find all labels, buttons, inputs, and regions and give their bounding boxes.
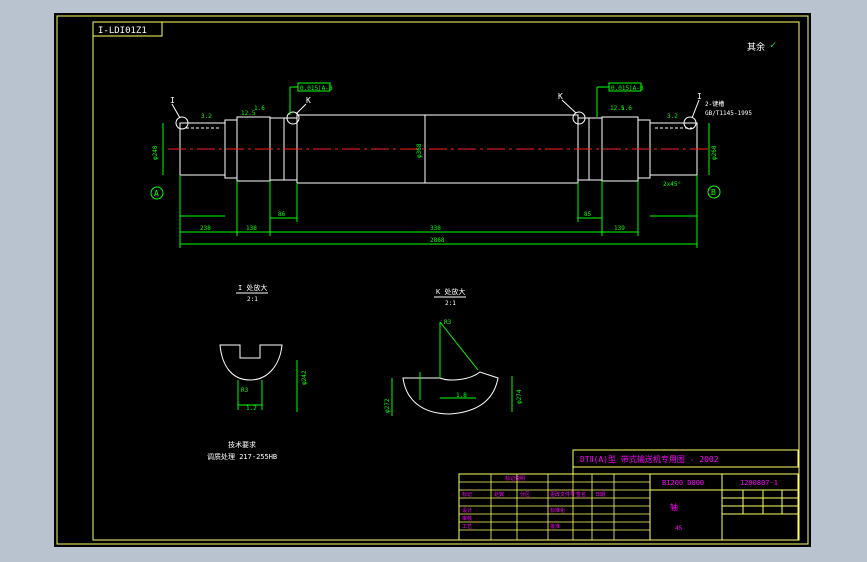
- detail-i-dim-b: φ242: [301, 370, 308, 385]
- rev-r3-c3: 批准: [550, 523, 560, 530]
- title-part-name: 轴: [670, 502, 678, 512]
- leader-i-left: [171, 103, 181, 119]
- tolerance-right: 0.015|A-B: [611, 85, 644, 92]
- drawing-paper: [54, 13, 811, 547]
- rev-r0-c0: 标记: [462, 491, 472, 498]
- dim-left-a: 238: [200, 225, 211, 232]
- dim-left-b: 138: [246, 225, 257, 232]
- callout-k-left: K: [306, 96, 311, 105]
- detail-k-dim-a: R3: [444, 319, 452, 326]
- title-material: 45: [675, 525, 683, 532]
- datum-a: A: [154, 189, 159, 198]
- rev-r3-c0: 工艺: [462, 524, 472, 530]
- detail-k-scale: 2:1: [445, 300, 456, 307]
- diam-left-journal: φ240: [152, 145, 159, 160]
- rev-r0-c3: 更改文件号: [550, 491, 575, 498]
- detail-k-profile: [402, 371, 499, 415]
- detail-k-leader-2: [439, 321, 479, 371]
- keyway-note-2: GB/T1145-1995: [705, 110, 752, 117]
- diam-right-journal: φ260: [711, 145, 718, 160]
- detail-k-dim-b: φ272: [384, 398, 391, 413]
- rev-r2-c0: 审核: [462, 515, 472, 522]
- rev-r1-c0: 设计: [462, 507, 472, 514]
- top-right-roughness-icon: ✓: [770, 40, 776, 51]
- detail-circle-left2: [286, 111, 300, 125]
- diam-center: φ368: [416, 143, 423, 158]
- dim-left-small: 86: [278, 211, 286, 218]
- roughness-label-5: 3.2: [201, 113, 212, 120]
- chamfer-label: 2x45°: [663, 181, 681, 188]
- rev-r0-c5: 日期: [595, 492, 605, 498]
- roughness-label-4: 1.6: [621, 105, 632, 112]
- tech-notes-heading: 技术要求: [228, 440, 256, 449]
- title-main: DTⅡ(A)型 带式输送机专用图 - 2002: [580, 454, 719, 464]
- top-right-note: 其余: [747, 41, 765, 53]
- dim-right-a: 139: [614, 225, 625, 232]
- rev-r0-c2: 分区: [520, 491, 530, 498]
- rev-r0-c1: 处数: [494, 491, 504, 498]
- detail-k-dim-d: φ274: [516, 389, 523, 404]
- roughness-label-6: 3.2: [667, 113, 678, 120]
- leader-k-right: [561, 99, 577, 114]
- drawing-code-text: I-LDI01Z1: [98, 26, 147, 36]
- title-model: B1200 D800: [662, 479, 704, 487]
- datum-b-marker: [707, 185, 721, 199]
- dim-span-center: 338: [430, 225, 441, 232]
- tech-notes-line1: 调质处理 217-255HB: [207, 452, 277, 461]
- detail-k-dim-c: 1.8: [456, 392, 467, 399]
- detail-i-title: I 处放大: [238, 283, 267, 292]
- dim-overall: 2868: [430, 237, 445, 244]
- roughness-label-2: 1.6: [254, 105, 265, 112]
- rev-r0-c4: 签名: [576, 491, 586, 498]
- leader-i-right: [691, 99, 700, 119]
- leader-k-left: [295, 103, 307, 115]
- outer-border: [56, 15, 809, 545]
- callout-k-right: K: [558, 92, 563, 101]
- detail-i-dim-a: R3: [241, 387, 249, 394]
- callout-i-left: I: [170, 96, 175, 105]
- detail-circle-right: [572, 111, 586, 125]
- detail-circle-right2: [683, 116, 697, 130]
- keyway-note-1: 2-键槽: [705, 100, 724, 108]
- datum-b: B: [711, 188, 716, 197]
- rev-r1-c3: 标准化: [550, 507, 565, 514]
- title-drawing-no: 1200807-1: [740, 479, 778, 487]
- detail-i-profile: [219, 344, 283, 381]
- datum-a-marker: [150, 186, 164, 200]
- tolerance-left: 0.015|A-B: [300, 85, 333, 92]
- roughness-label-1: 12.5: [241, 110, 256, 117]
- detail-k-title: K 处放大: [436, 287, 465, 296]
- callout-i-right: I: [697, 92, 702, 101]
- detail-i-dim-c: 1.2: [246, 405, 257, 412]
- inner-border: [92, 21, 800, 541]
- detail-i-scale: 2:1: [247, 296, 258, 303]
- revision-header: 标记说明: [505, 475, 525, 482]
- roughness-label-3: 12.5: [610, 105, 625, 112]
- title-block: [458, 449, 799, 541]
- dim-right-small: 85: [584, 211, 592, 218]
- drawing-code-box: [92, 21, 163, 37]
- detail-circle-left: [175, 116, 189, 130]
- revision-table-grid: [459, 474, 650, 540]
- dimension-lines: [179, 175, 698, 248]
